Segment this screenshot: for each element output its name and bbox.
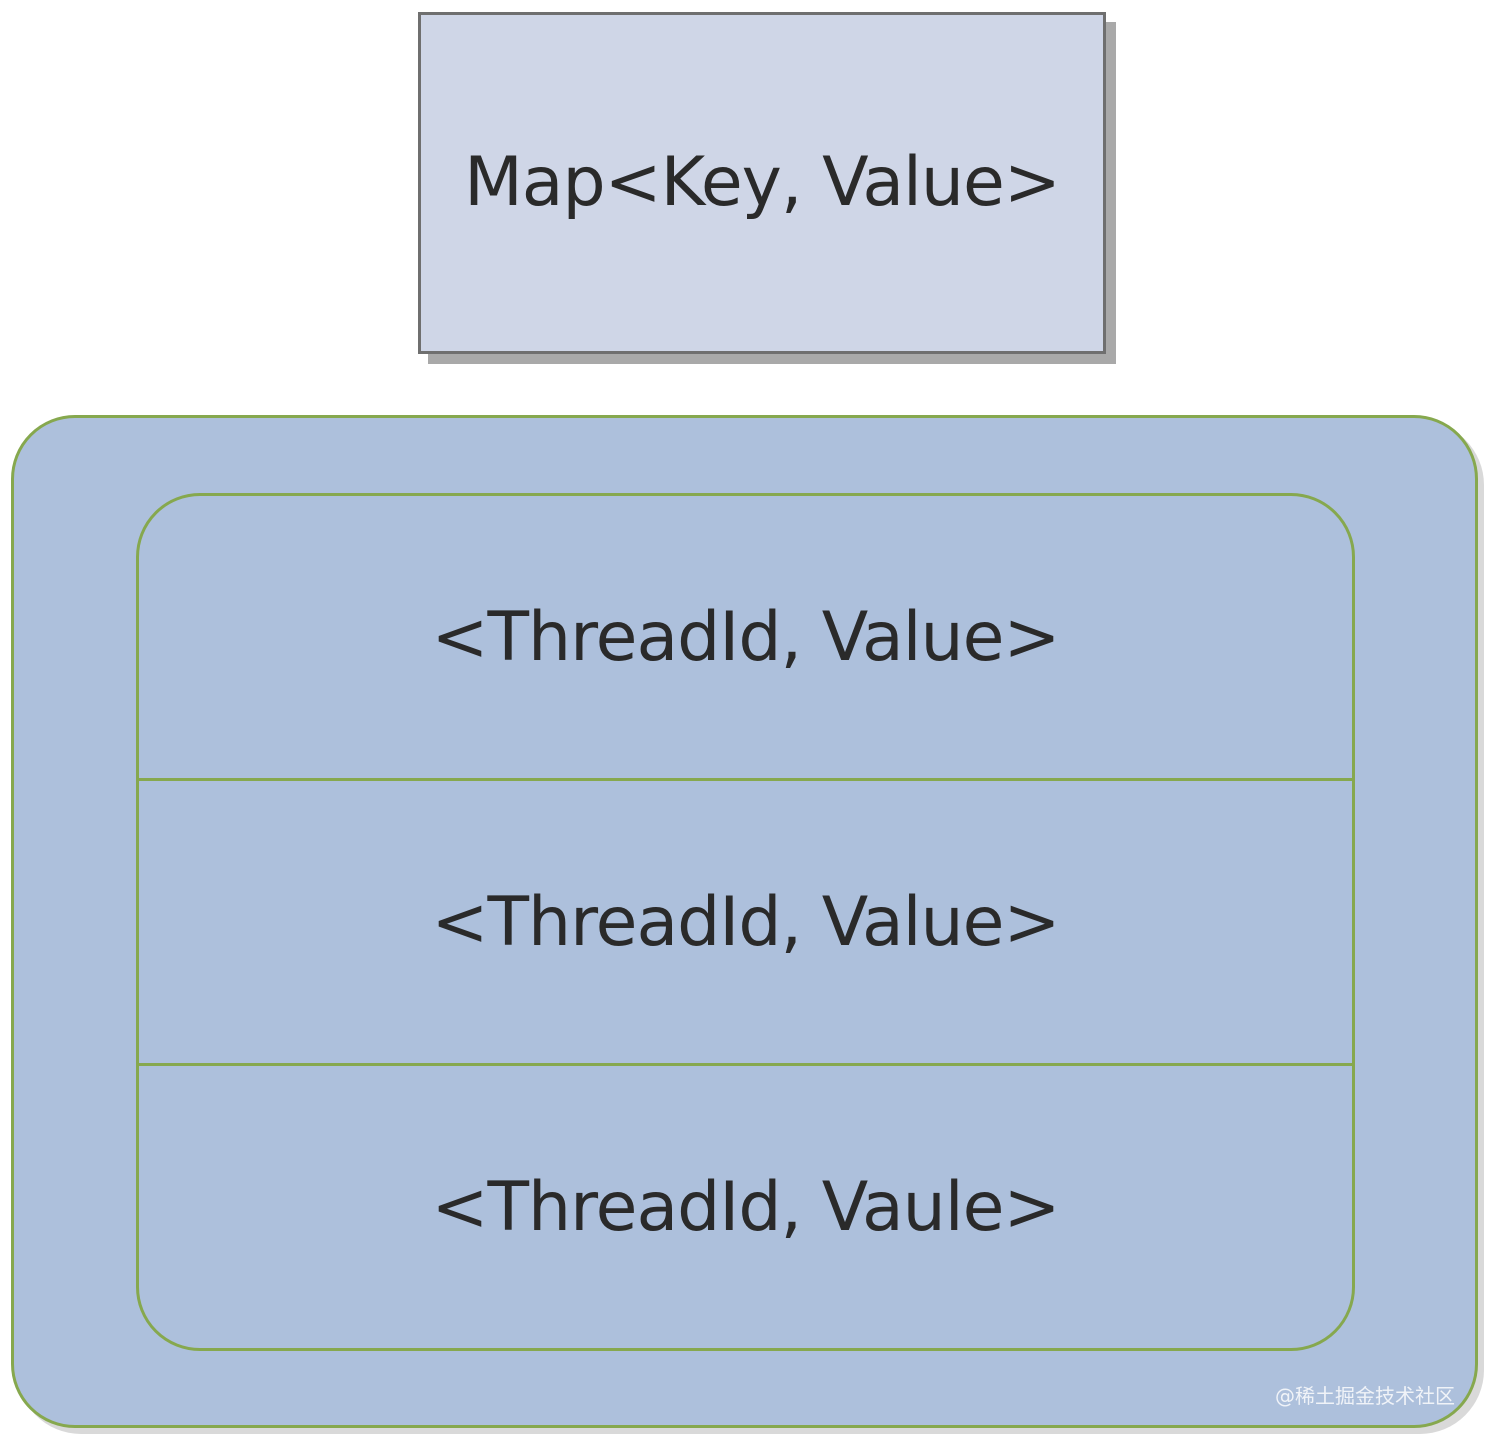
entry-row: <ThreadId, Value> (139, 778, 1352, 1063)
map-node: Map<Key, Value> (418, 12, 1106, 354)
entries-table: <ThreadId, Value> <ThreadId, Value> <Thr… (136, 493, 1355, 1351)
entry-label: <ThreadId, Vaule> (431, 1167, 1061, 1247)
entry-row: <ThreadId, Value> (139, 496, 1352, 778)
entry-label: <ThreadId, Value> (431, 882, 1061, 962)
watermark: @稀土掘金技术社区 (1275, 1384, 1455, 1408)
entry-row: <ThreadId, Vaule> (139, 1063, 1352, 1348)
entry-label: <ThreadId, Value> (431, 597, 1061, 677)
outer-container (11, 415, 1478, 1428)
map-node-label: Map<Key, Value> (464, 142, 1061, 222)
